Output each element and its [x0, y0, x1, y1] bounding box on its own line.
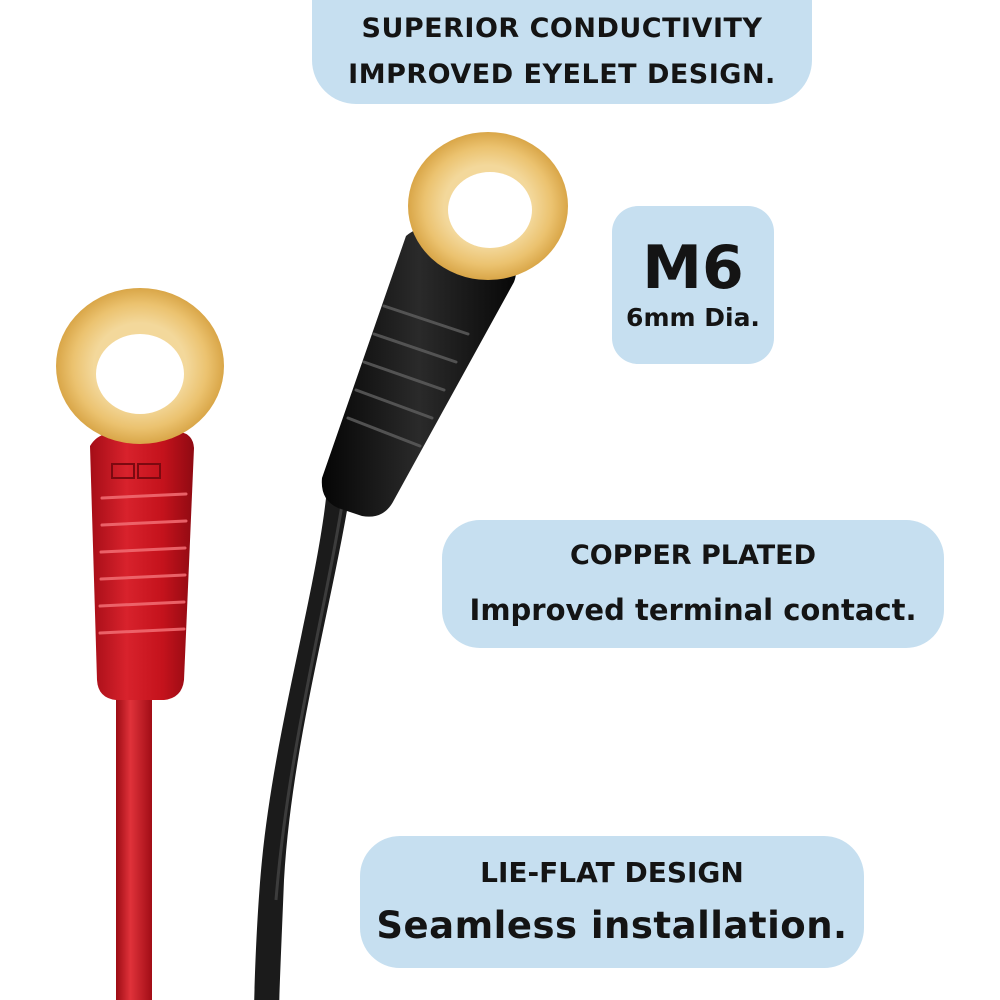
black-terminal-boot — [321, 227, 516, 517]
copper-callout: COPPER PLATED Improved terminal contact. — [442, 520, 944, 648]
lieflat-detail: Seamless installation. — [376, 904, 848, 947]
conductivity-detail: IMPROVED EYELET DESIGN. — [348, 59, 776, 90]
conductivity-heading: SUPERIOR CONDUCTIVITY — [361, 13, 763, 44]
red-wire — [116, 682, 152, 1000]
size-detail: 6mm Dia. — [626, 303, 760, 332]
red-ring-hole — [96, 334, 184, 414]
black-wire — [254, 478, 352, 1000]
size-callout: M6 6mm Dia. — [612, 206, 774, 364]
copper-heading: COPPER PLATED — [569, 540, 817, 571]
lieflat-callout: LIE-FLAT DESIGN Seamless installation. — [360, 836, 864, 968]
size-value: M6 — [642, 233, 744, 303]
copper-detail: Improved terminal contact. — [469, 593, 917, 627]
red-cable — [56, 288, 224, 1000]
lieflat-heading: LIE-FLAT DESIGN — [480, 856, 744, 889]
red-terminal-boot — [90, 432, 194, 700]
conductivity-callout: SUPERIOR CONDUCTIVITY IMPROVED EYELET DE… — [312, 0, 812, 104]
black-ring-hole — [448, 172, 532, 248]
black-cable — [254, 132, 568, 1000]
